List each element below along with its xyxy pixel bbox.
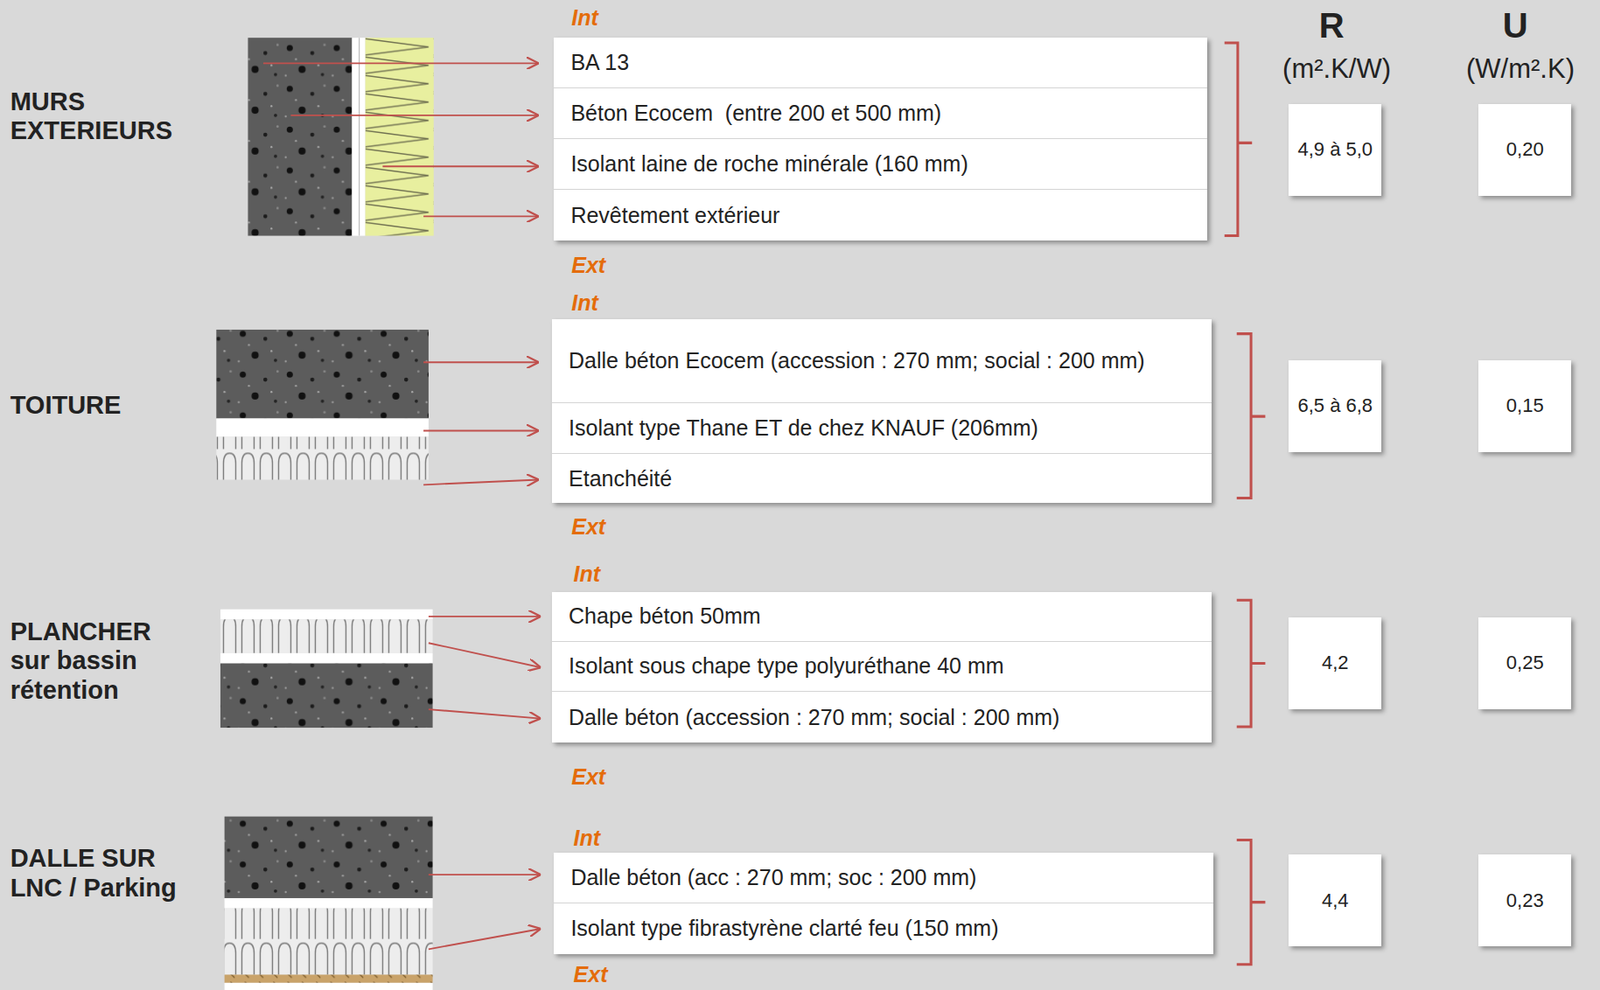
ext-label: Ext xyxy=(571,763,606,790)
u-header: U xyxy=(1502,5,1529,46)
r-unit: (m².K/W) xyxy=(1282,53,1391,85)
int-label: Int xyxy=(571,4,599,30)
layer-text: Dalle béton Ecocem (accession : 270 mm; … xyxy=(568,348,1146,374)
value-text: 4,9 à 5,0 xyxy=(1297,136,1373,164)
layer-row: Dalle béton (acc : 270 mm; soc : 200 mm) xyxy=(553,852,1214,904)
u-value-box: 0,25 xyxy=(1478,617,1572,710)
section-label: MURS EXTERIEURS xyxy=(10,87,186,147)
brackets xyxy=(1224,42,1266,965)
ext-label: Ext xyxy=(571,514,606,540)
section-label: PLANCHER sur bassin rétention xyxy=(10,617,186,706)
layer-text: BA 13 xyxy=(570,49,629,76)
layer-row: Isolant type fibrastyrène clarté feu (15… xyxy=(553,903,1214,955)
wall-section xyxy=(247,37,434,236)
value-text: 0,25 xyxy=(1506,649,1545,678)
layer-text: Isolant sous chape type polyuréthane 40 … xyxy=(568,653,1005,679)
layer-row: Etanchéité xyxy=(551,454,1212,504)
layer-text: Isolant laine de roche minérale (160 mm) xyxy=(570,151,968,177)
u-value-box: 0,15 xyxy=(1478,360,1572,453)
value-text: 0,23 xyxy=(1506,887,1545,916)
value-text: 4,2 xyxy=(1321,649,1349,678)
layer-row: Isolant laine de roche minérale (160 mm) xyxy=(553,139,1208,190)
r-value-box: 4,2 xyxy=(1288,617,1382,710)
int-label: Int xyxy=(573,824,601,851)
layer-text: Chape béton 50mm xyxy=(568,603,762,629)
section-label: DALLE SUR LNC / Parking xyxy=(10,844,186,903)
r-header: R xyxy=(1319,5,1345,46)
value-text: 6,5 à 6,8 xyxy=(1297,392,1373,420)
ext-label: Ext xyxy=(571,252,606,279)
layer-row: Isolant type Thane ET de chez KNAUF (206… xyxy=(551,403,1212,455)
floor-section xyxy=(220,609,434,728)
layer-row: Isolant sous chape type polyuréthane 40 … xyxy=(551,642,1212,692)
layer-text: Isolant type fibrastyrène clarté feu (15… xyxy=(570,915,999,942)
parking-slab-section xyxy=(224,817,434,990)
layer-text: Isolant type Thane ET de chez KNAUF (206… xyxy=(568,415,1039,441)
leader-arrows xyxy=(263,62,541,950)
layer-row: Dalle béton (accession : 270 mm; social … xyxy=(551,691,1212,743)
r-value-box: 6,5 à 6,8 xyxy=(1288,360,1382,453)
int-label: Int xyxy=(571,290,599,316)
ext-label: Ext xyxy=(573,962,608,988)
u-value-box: 0,20 xyxy=(1478,104,1572,196)
layer-row: Béton Ecocem (entre 200 et 500 mm) xyxy=(553,88,1208,140)
layer-text: Dalle béton (accession : 270 mm; social … xyxy=(568,705,1060,731)
roof-section xyxy=(216,329,429,481)
layer-text: Etanchéité xyxy=(568,466,672,492)
section-label: TOITURE xyxy=(10,391,186,421)
value-text: 0,20 xyxy=(1506,136,1545,164)
layer-text: Dalle béton (acc : 270 mm; soc : 200 mm) xyxy=(570,865,977,891)
r-value-box: 4,9 à 5,0 xyxy=(1288,104,1382,196)
value-text: 4,4 xyxy=(1321,887,1349,916)
layer-row: Chape béton 50mm xyxy=(551,592,1212,643)
r-value-box: 4,4 xyxy=(1288,854,1382,947)
value-text: 0,15 xyxy=(1506,392,1545,420)
layer-text: Béton Ecocem (entre 200 et 500 mm) xyxy=(570,100,942,126)
layer-row: Dalle béton Ecocem (accession : 270 mm; … xyxy=(551,319,1212,404)
u-value-box: 0,23 xyxy=(1478,854,1572,947)
int-label: Int xyxy=(573,560,601,587)
u-unit: (W/m².K) xyxy=(1466,53,1575,85)
layer-row: Revêtement extérieur xyxy=(553,189,1208,241)
layer-text: Revêtement extérieur xyxy=(570,202,780,229)
layer-row: BA 13 xyxy=(553,37,1208,89)
